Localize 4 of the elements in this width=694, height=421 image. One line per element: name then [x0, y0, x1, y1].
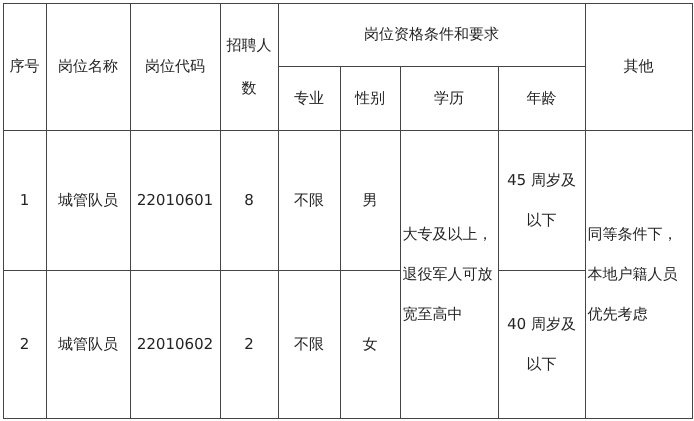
table-cell: 同等条件下，本地户籍人员优先考虑	[584, 130, 692, 418]
header-cell: 其他	[584, 2, 692, 130]
table-cell: 2	[2, 270, 46, 418]
header-cell: 序号	[2, 2, 46, 130]
